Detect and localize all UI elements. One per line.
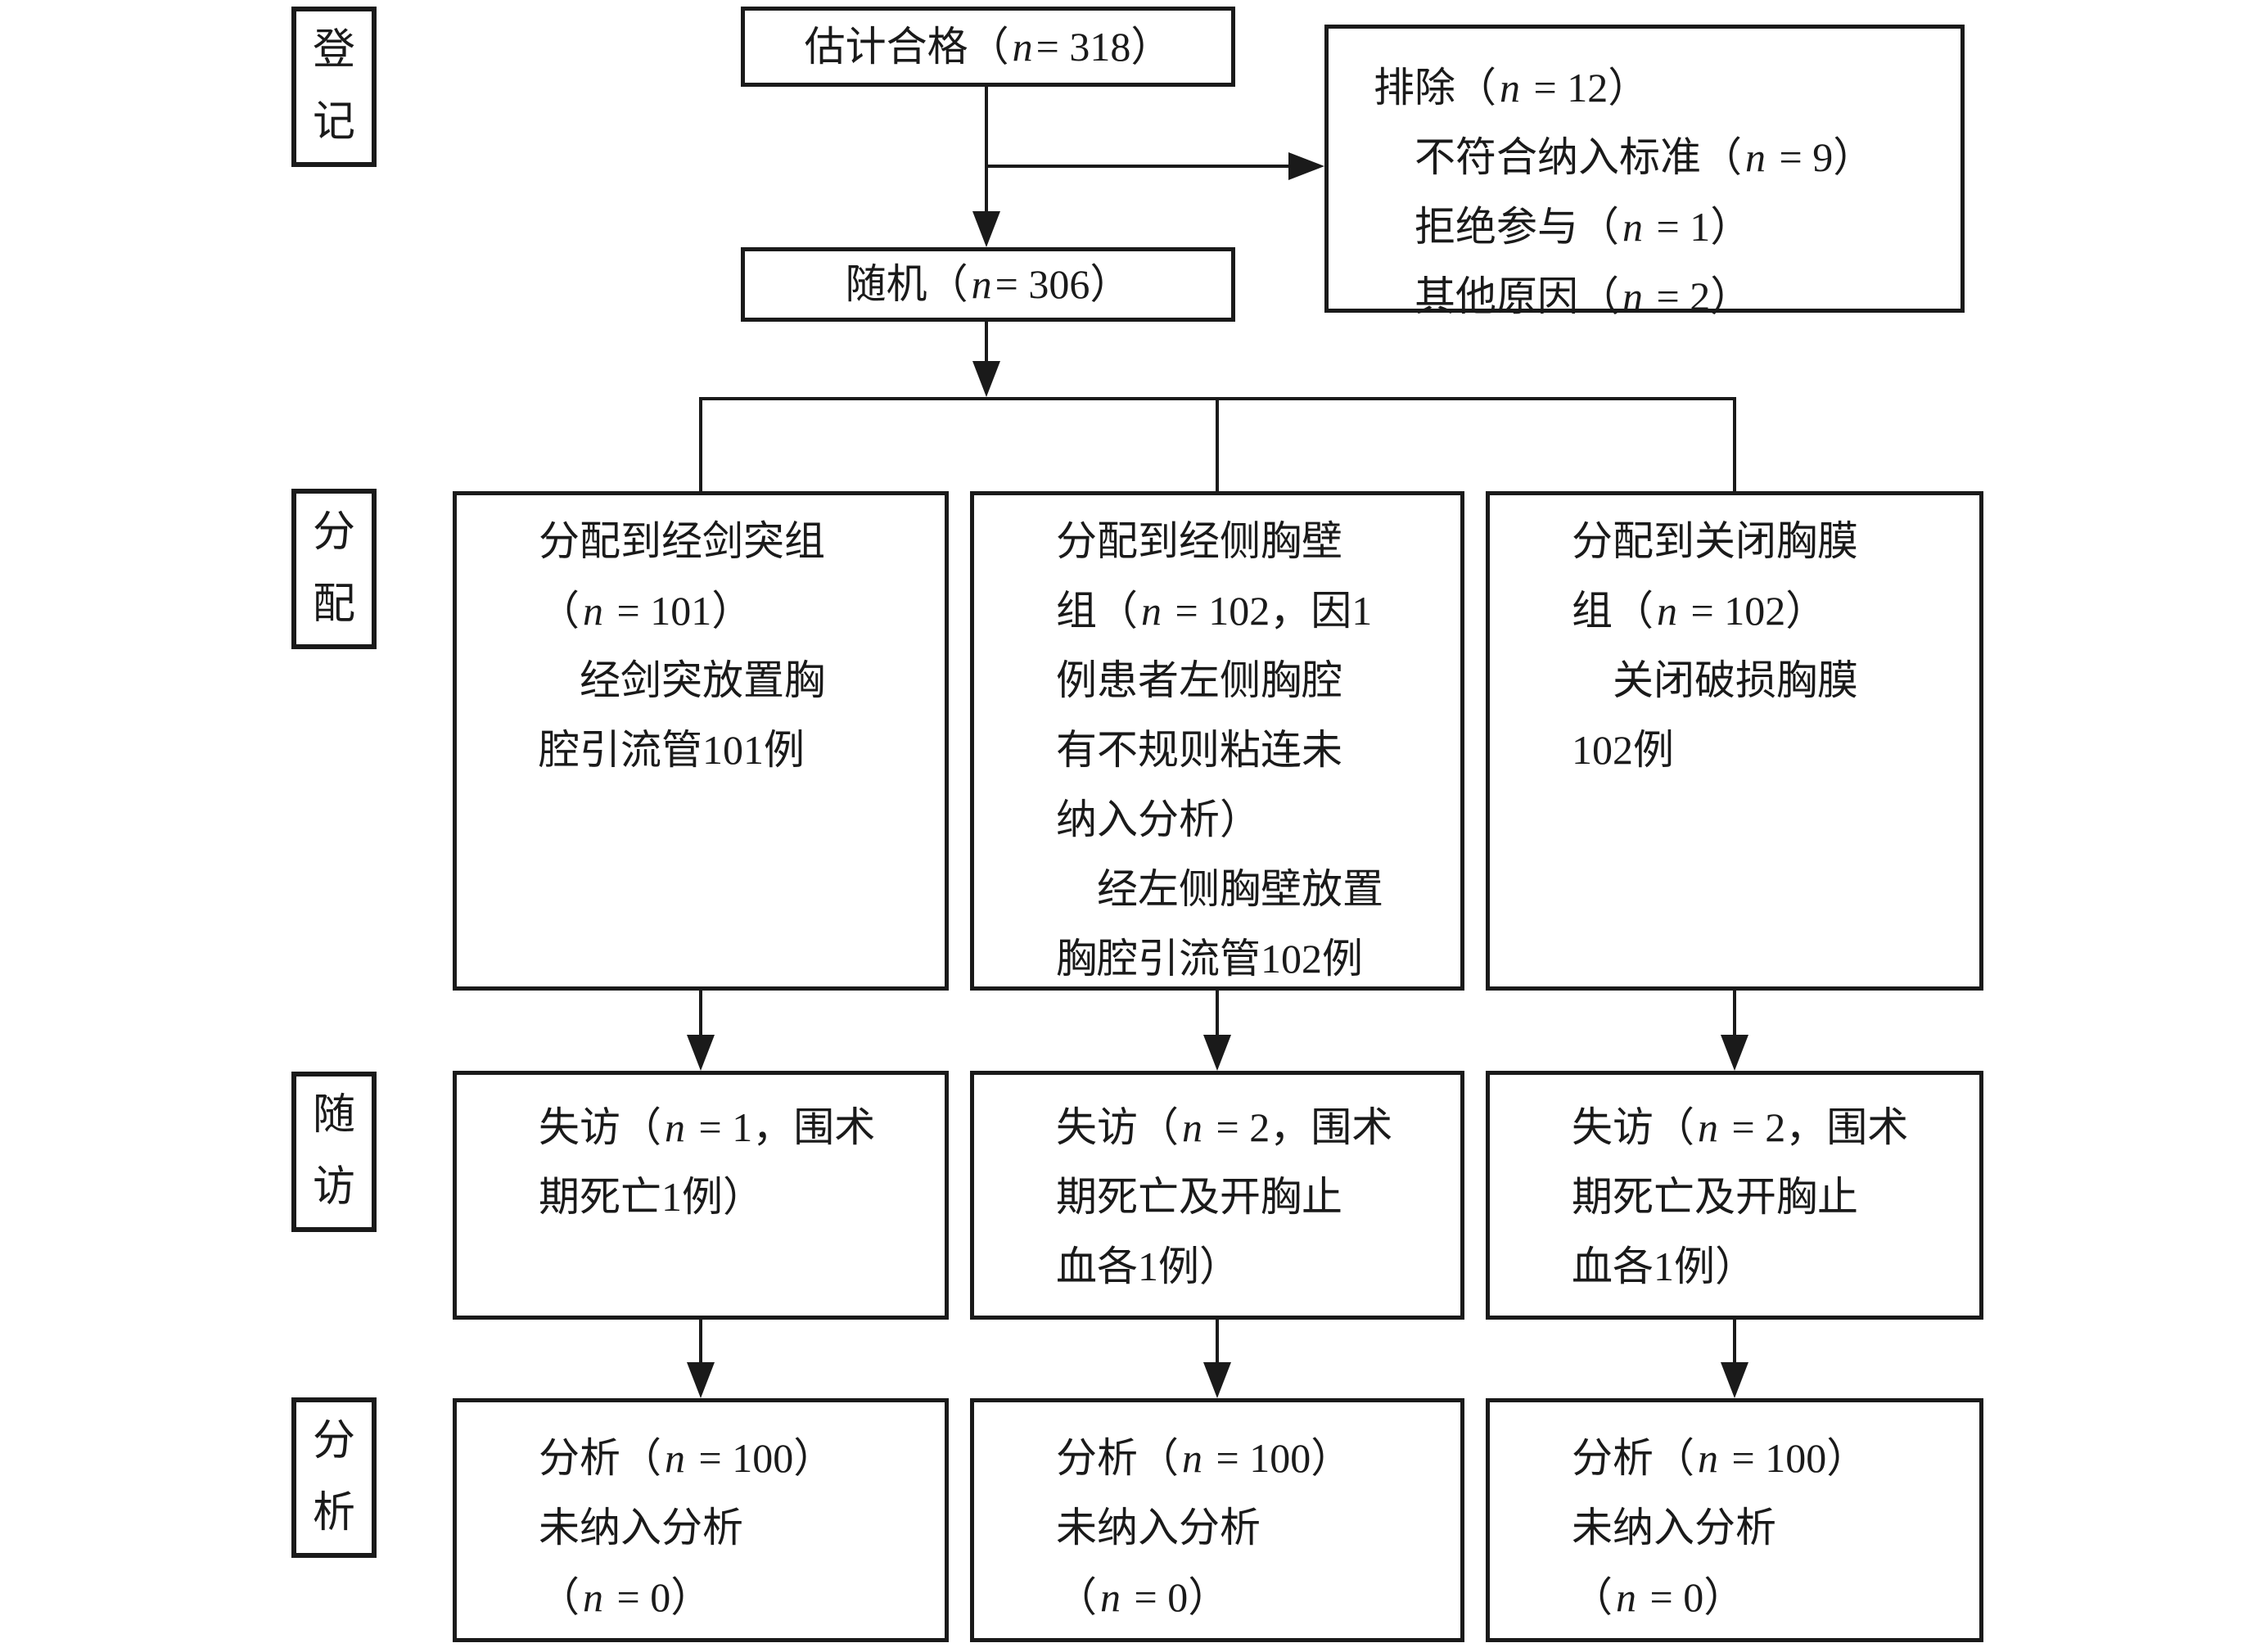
box-analysis-chest-wall-text: 分析（n = 100） 未纳入分析 （n = 0） xyxy=(1056,1435,1352,1620)
arrow-down-icon xyxy=(1721,1362,1748,1398)
box-analysis-pleura-text: 分析（n = 100） 未纳入分析 （n = 0） xyxy=(1572,1435,1868,1620)
branch-drop-right-line xyxy=(1733,397,1736,491)
stage-label-followup-text: 随 访 xyxy=(312,1092,355,1211)
arrow-down-icon xyxy=(972,361,1000,397)
connector-eligible-randomized-line xyxy=(985,87,988,216)
box-analysis-pleura: 分析（n = 100） 未纳入分析 （n = 0） xyxy=(1486,1398,1983,1642)
connector-fu-an-left-line xyxy=(699,1320,702,1362)
connector-fu-an-middle-line xyxy=(1216,1320,1219,1362)
stage-label-analysis: 分 析 xyxy=(291,1397,377,1558)
box-excluded-text: 排除（n = 12） 不符合纳入标准（n = 9） 拒绝参与（n = 1） 其他… xyxy=(1374,65,1875,319)
stage-label-registration-text: 登 记 xyxy=(312,27,355,146)
box-randomized-text: 随机（n = 306） xyxy=(845,261,1131,307)
branch-drop-middle-line xyxy=(1216,397,1219,491)
box-followup-chest-wall-text: 失访（n = 2，围术 期死亡及开胸止 血各1例） xyxy=(1056,1104,1393,1289)
box-followup-chest-wall: 失访（n = 2，围术 期死亡及开胸止 血各1例） xyxy=(970,1071,1464,1320)
connector-alloc-fu-middle-line xyxy=(1216,991,1219,1035)
box-allocation-xiphoid-text: 分配到经剑突组 （n = 101） 经剑突放置胸 腔引流管101例 xyxy=(539,518,825,773)
arrow-down-icon xyxy=(687,1362,715,1398)
box-analysis-xiphoid-text: 分析（n = 100） 未纳入分析 （n = 0） xyxy=(539,1435,835,1620)
stage-label-analysis-text: 分 析 xyxy=(312,1418,355,1537)
box-eligible: 估计合格（n = 318） xyxy=(741,7,1235,87)
box-allocation-chest-wall-text: 分配到经侧胸壁 组（n = 102，因1 例患者左侧胸腔 有不规则粘连未 纳入分… xyxy=(1056,518,1383,982)
stage-label-registration: 登 记 xyxy=(291,7,377,167)
box-analysis-xiphoid: 分析（n = 100） 未纳入分析 （n = 0） xyxy=(453,1398,949,1642)
arrow-down-icon xyxy=(972,211,1000,247)
connector-alloc-fu-right-line xyxy=(1733,991,1736,1035)
stage-label-followup: 随 访 xyxy=(291,1072,377,1232)
arrow-down-icon xyxy=(1203,1035,1231,1071)
box-followup-xiphoid-text: 失访（n = 1，围术 期死亡1例） xyxy=(539,1104,876,1220)
arrow-right-icon xyxy=(1288,152,1324,180)
box-excluded: 排除（n = 12） 不符合纳入标准（n = 9） 拒绝参与（n = 1） 其他… xyxy=(1324,25,1965,319)
branch-drop-left-line xyxy=(699,397,702,491)
box-randomized: 随机（n = 306） xyxy=(741,247,1235,322)
box-allocation-xiphoid: 分配到经剑突组 （n = 101） 经剑突放置胸 腔引流管101例 xyxy=(453,491,949,991)
box-followup-pleura: 失访（n = 2，围术 期死亡及开胸止 血各1例） xyxy=(1486,1071,1983,1320)
connector-to-excluded-line xyxy=(985,165,1292,168)
connector-alloc-fu-left-line xyxy=(699,991,702,1035)
box-followup-xiphoid: 失访（n = 1，围术 期死亡1例） xyxy=(453,1071,949,1320)
box-allocation-pleura: 分配到关闭胸膜 组（n = 102） 关闭破损胸膜 102例 xyxy=(1486,491,1983,991)
arrow-down-icon xyxy=(1203,1362,1231,1398)
connector-randomized-branch-line xyxy=(985,322,988,364)
box-followup-pleura-text: 失访（n = 2，围术 期死亡及开胸止 血各1例） xyxy=(1572,1104,1909,1289)
stage-label-allocation-text: 分 配 xyxy=(312,509,355,628)
box-eligible-text: 估计合格（n = 318） xyxy=(804,23,1172,70)
connector-fu-an-right-line xyxy=(1733,1320,1736,1362)
stage-label-allocation: 分 配 xyxy=(291,489,377,649)
arrow-down-icon xyxy=(1721,1035,1748,1071)
box-analysis-chest-wall: 分析（n = 100） 未纳入分析 （n = 0） xyxy=(970,1398,1464,1642)
arrow-down-icon xyxy=(687,1035,715,1071)
box-allocation-pleura-text: 分配到关闭胸膜 组（n = 102） 关闭破损胸膜 102例 xyxy=(1572,518,1858,773)
box-allocation-chest-wall: 分配到经侧胸壁 组（n = 102，因1 例患者左侧胸腔 有不规则粘连未 纳入分… xyxy=(970,491,1464,991)
